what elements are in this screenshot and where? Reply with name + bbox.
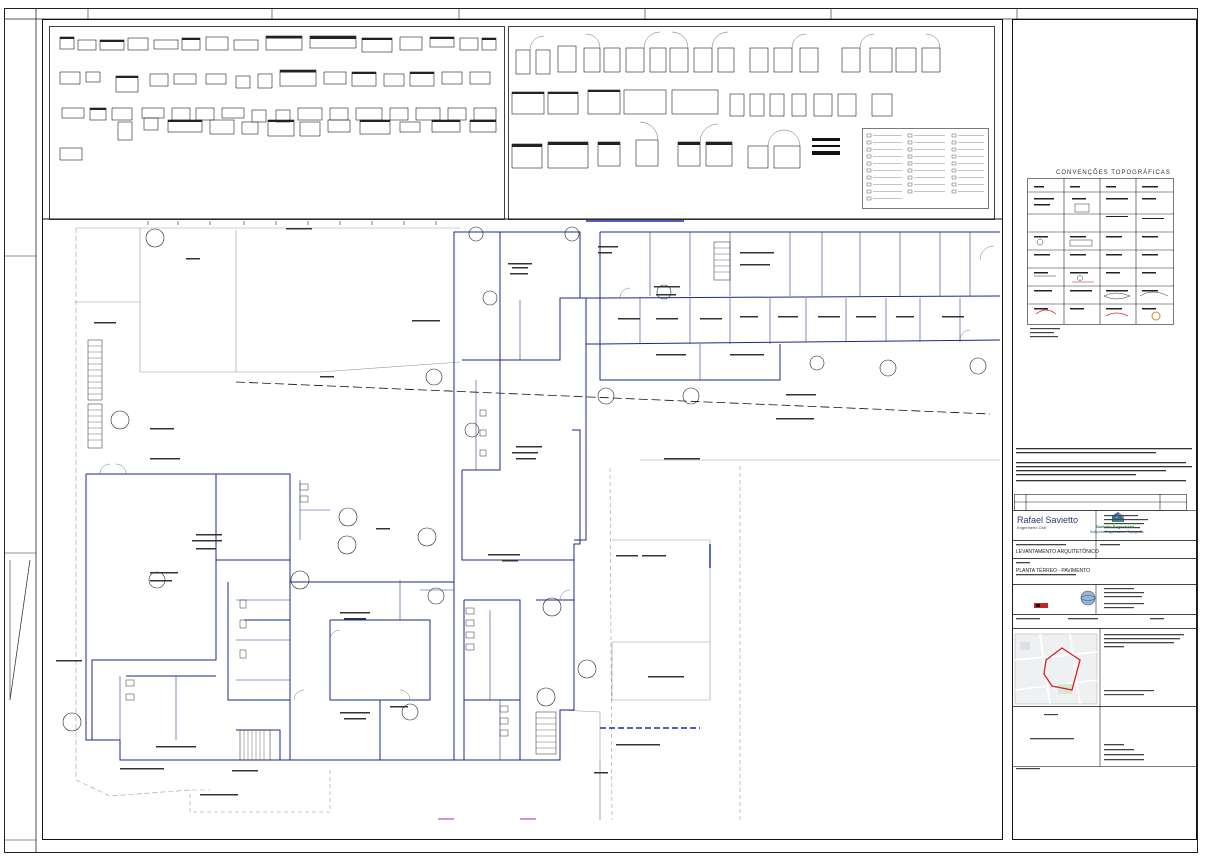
company-logo [1112,512,1125,522]
company-subtitle: Soluções Engenharia e Topografia [1090,530,1144,534]
revision-table [1014,494,1187,511]
topo-legend-symbols [1034,186,1164,310]
site-boundary [74,227,1000,821]
stairs [87,241,731,761]
notes-text-lines [1016,448,1192,482]
room-dividers [119,232,971,760]
green-marks [147,221,437,225]
door-swings [529,31,941,147]
company-name: Savietto Engenharia [1096,524,1135,529]
building-walls [85,231,1001,761]
main-frame [42,19,1003,840]
drafter-name: Rafael Savietto [1017,515,1079,525]
partner-logos [1034,590,1096,608]
materials-legend [862,128,989,209]
door-frame-fills [512,90,732,147]
legend-title: CONVENÇÕES TOPOGRÁFICAS [1056,170,1171,176]
sheet-subtitle: PLANTA TÉRREO - PAVIMENTO [1016,568,1090,574]
survey-line [235,381,991,415]
window-frame-fills [60,36,496,122]
level-markers [62,226,987,732]
sheet-title: LEVANTAMENTO ARQUITETÔNICO [1016,549,1099,555]
location-map [1014,633,1098,705]
door-details-panel [508,26,995,220]
window-details-panel [49,26,505,220]
topo-legend [1027,178,1174,325]
plan-door-swings [99,245,995,701]
outer-border [4,8,1198,853]
stair-treads [88,247,730,760]
fixtures [125,409,509,737]
titleblock-frame [1012,19,1197,840]
drafter-role: Engenheiro Civil [1017,525,1047,530]
room-text-marks [56,228,964,796]
window-details [59,35,497,161]
